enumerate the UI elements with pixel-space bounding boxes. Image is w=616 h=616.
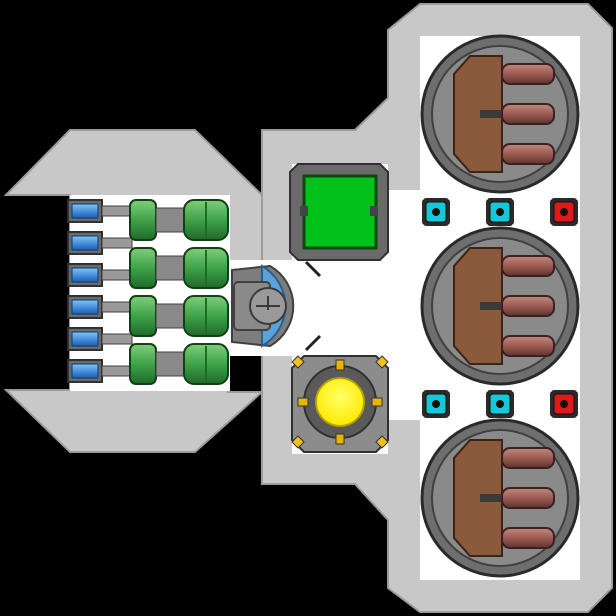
fuel-cell[interactable] bbox=[67, 263, 133, 287]
core-module[interactable] bbox=[231, 260, 322, 352]
red-indicator-light bbox=[550, 198, 578, 226]
turret[interactable] bbox=[420, 418, 580, 578]
cyan-indicator-light bbox=[486, 198, 514, 226]
cyan-indicator-light bbox=[422, 198, 450, 226]
cyan-indicator-light bbox=[486, 390, 514, 418]
fuel-cell[interactable] bbox=[67, 199, 133, 223]
shield-screen bbox=[302, 174, 378, 250]
shield-panel[interactable] bbox=[289, 163, 389, 261]
turret[interactable] bbox=[420, 34, 580, 194]
indicator-lights bbox=[422, 198, 578, 418]
red-indicator-light bbox=[550, 390, 578, 418]
right-connector-floor bbox=[388, 190, 422, 420]
fuel-cell[interactable] bbox=[67, 295, 133, 319]
turret[interactable] bbox=[420, 226, 580, 386]
fuel-cell[interactable] bbox=[67, 359, 133, 383]
turret-bank bbox=[420, 34, 580, 578]
cyan-indicator-light bbox=[422, 390, 450, 418]
fuel-cell[interactable] bbox=[67, 327, 133, 351]
fuel-bank bbox=[67, 199, 229, 385]
fuel-cell[interactable] bbox=[67, 231, 133, 255]
reactor-core bbox=[315, 377, 365, 427]
reactor[interactable] bbox=[291, 355, 389, 453]
fuel-tank[interactable] bbox=[183, 247, 229, 289]
fuel-tank[interactable] bbox=[183, 199, 229, 241]
fuel-tank[interactable] bbox=[183, 295, 229, 337]
fuel-tank[interactable] bbox=[183, 343, 229, 385]
